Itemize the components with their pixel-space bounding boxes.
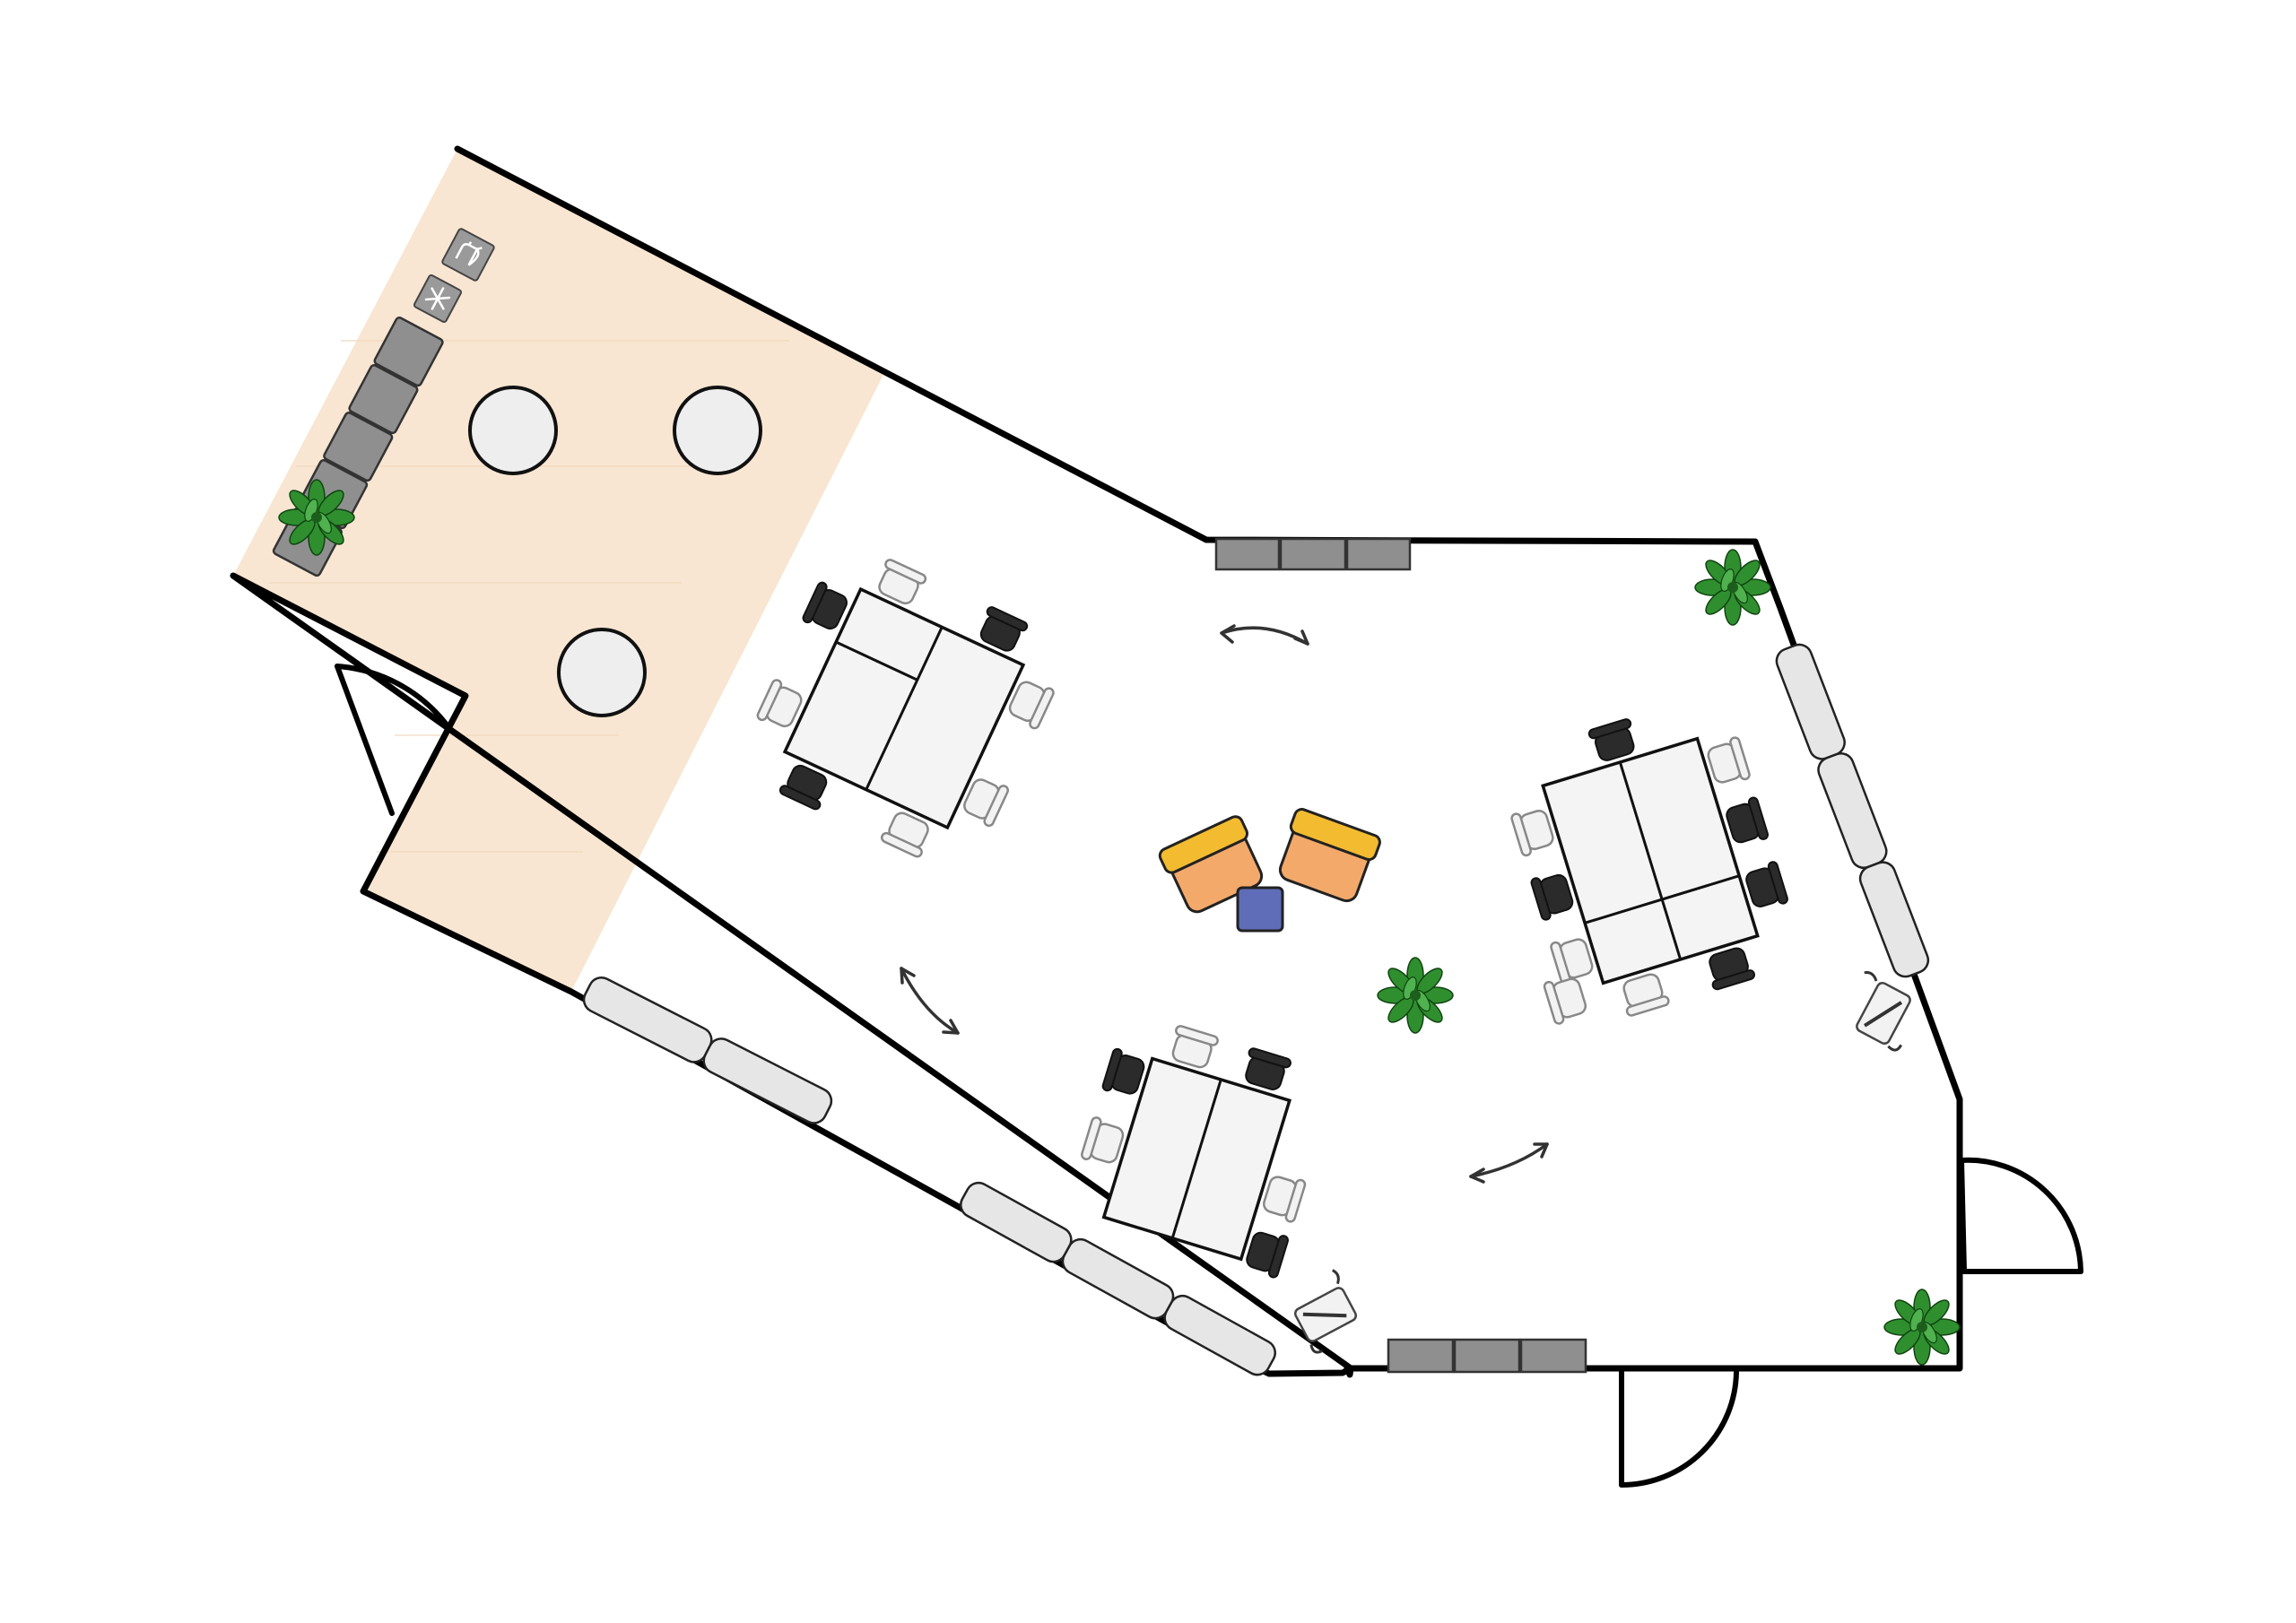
snowflake-icon — [413, 274, 462, 323]
table-cluster[interactable] — [732, 536, 1076, 880]
tv-screen[interactable] — [1284, 1269, 1366, 1354]
door-bottom[interactable] — [1619, 1369, 1739, 1488]
kitchen-zone — [233, 149, 883, 992]
door-right[interactable] — [1959, 1157, 2083, 1274]
round-table[interactable] — [468, 386, 558, 475]
armchair-right[interactable] — [1273, 807, 1381, 905]
table-cluster[interactable] — [1476, 690, 1806, 1037]
plant — [1377, 957, 1454, 1034]
door-left[interactable] — [335, 664, 448, 816]
movement-arrow — [1469, 1142, 1549, 1184]
plant — [1694, 549, 1771, 626]
tv-screen[interactable] — [1839, 970, 1924, 1052]
storage-cabinet-bottom — [1387, 1338, 1587, 1374]
bench-right[interactable] — [1773, 641, 1932, 980]
round-table[interactable] — [673, 386, 762, 475]
movement-arrow — [900, 967, 960, 1035]
plant — [1883, 1289, 1961, 1366]
bench-lower-middle[interactable] — [956, 1178, 1279, 1379]
outer-wall — [230, 145, 1963, 1378]
movement-arrow — [1220, 624, 1309, 646]
table-cluster[interactable] — [1064, 1010, 1339, 1280]
bench-lower-left[interactable] — [579, 973, 835, 1127]
round-table[interactable] — [557, 628, 647, 717]
stool[interactable] — [1236, 886, 1284, 933]
kettle-icon — [441, 228, 495, 282]
storage-cabinet-top — [1214, 537, 1412, 571]
